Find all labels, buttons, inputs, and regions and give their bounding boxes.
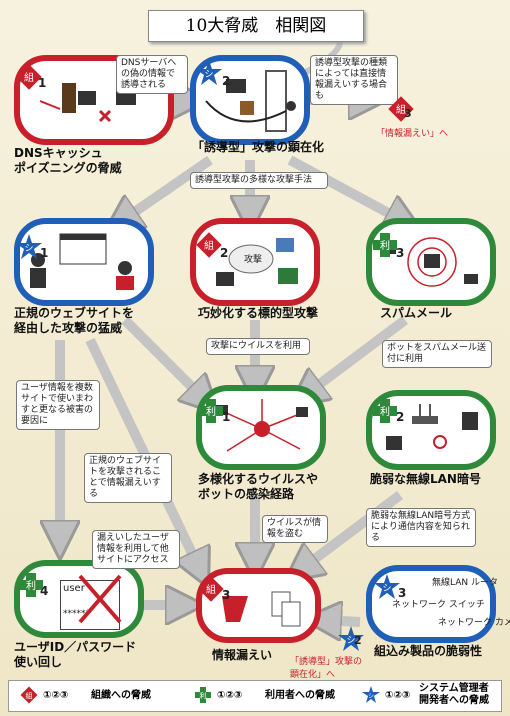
badge-mark: 組: [204, 239, 214, 252]
legend-nums: ①②③: [217, 690, 243, 701]
badge-org-icon-ref: 組: [388, 96, 414, 122]
page-title: 10大脅威 相関図: [148, 10, 364, 42]
badge-num: 3: [396, 246, 405, 260]
badge-user-icon: 利: [373, 399, 397, 423]
badge-mark: 組: [206, 583, 216, 596]
ref-to-leak: 「情報漏えい」へ: [376, 129, 449, 139]
panel-info-leak: [196, 568, 321, 643]
threat-label-dns: DNSキャッシュ ポイズニングの脅威: [14, 146, 122, 175]
password-text: ******: [63, 609, 90, 619]
threat-label-embedded: 組込み製品の脆弱性: [374, 644, 483, 658]
badge-num: 3: [398, 586, 407, 600]
badge-num: 3: [404, 107, 412, 120]
legend-user-text: 利用者への脅威: [265, 690, 335, 701]
badge-mark: シ: [24, 244, 33, 254]
legend-admin-icon: シ: [362, 686, 380, 703]
yudo-illustration: [205, 70, 296, 132]
badge-num: 2: [354, 634, 362, 647]
router-text: 無線LAN ルータ: [432, 578, 498, 588]
badge-num: 2: [222, 74, 231, 88]
arrow-embed-to-leak: [322, 620, 361, 622]
badge-num: 4: [40, 584, 49, 598]
badge-org-icon: 組: [196, 232, 222, 258]
badge-mark: シ: [346, 636, 355, 646]
arrow-spam-to-virus: [305, 316, 408, 395]
legend-nums: ①②③: [385, 690, 411, 701]
badge-mark: 利: [380, 240, 390, 252]
badge-mark: 利: [26, 580, 36, 592]
badge-mark: 利: [380, 406, 390, 418]
threat-label-virus: 多様化するウイルスや ボットの感染経路: [198, 472, 319, 501]
panel-targeted-attack: 攻撃: [190, 218, 320, 306]
badge-num: 1: [222, 410, 231, 424]
arrow-web-to-virus: [121, 316, 205, 400]
legend-org-text: 組織への脅威: [91, 690, 151, 701]
badge-org-icon: 組: [198, 576, 224, 602]
panel-spam: [366, 218, 496, 306]
leak-illustration: [222, 591, 301, 627]
threat-label-yudo: 「誘導型」攻撃の顕在化: [192, 140, 325, 154]
note-reuse: ユーザ情報を複数サイトで使いまわすと更なる被害の要因に: [16, 380, 100, 430]
badge-num: 2: [220, 246, 229, 260]
threat-label-web: 正規のウェブサイトを 経由した攻撃の猛威: [14, 306, 135, 335]
threat-label-wlan: 脆弱な無線LAN暗号: [370, 472, 481, 486]
ref-to-yudo: 「誘導型」攻撃の 顕在化」へ: [290, 657, 363, 680]
badge-admin-icon: シ: [374, 574, 400, 599]
note-virus-use: 攻撃にウイルスを利用: [206, 338, 310, 355]
legend-user-icon: 利: [195, 687, 211, 703]
note-tayou: 誘導型攻撃の多様な攻撃手法: [190, 172, 328, 189]
threat-label-target: 巧妙化する標的型攻撃: [198, 306, 319, 320]
attack-text: 攻撃: [244, 255, 263, 265]
panel-yudo-attack: [190, 55, 310, 145]
web-illustration: [30, 233, 134, 290]
badge-num: 3: [222, 588, 231, 602]
legend-user-mark: 利: [200, 691, 207, 700]
note-dns: DNSサーバへの偽の情報で誘導される: [116, 55, 188, 94]
note-wlan: 脆弱な無線LAN暗号方式により通信内容を知られる: [366, 508, 476, 547]
panel-virus: [196, 385, 326, 470]
badge-admin-icon: シ: [16, 234, 42, 259]
badge-mark: 組: [24, 71, 34, 84]
badge-user-icon: 利: [199, 399, 223, 423]
badge-num: 1: [40, 246, 49, 260]
badge-user-icon: 利: [19, 573, 43, 597]
legend: 組 ①②③ 組織への脅威 利 ①②③ 利用者への脅威 シ ①②③ システム管理者…: [8, 680, 502, 712]
badge-admin-icon: シ: [196, 60, 222, 85]
badge-mark: シ: [382, 584, 391, 594]
arrow-yudo-to-web: [120, 155, 213, 222]
badge-org-icon: 組: [16, 64, 42, 90]
badge-num: 2: [396, 410, 405, 424]
threat-label-spam: スパムメール: [380, 306, 453, 320]
badge-admin-icon-ref: シ: [338, 626, 364, 651]
user-text: user: [63, 583, 85, 594]
panel-web-attack: [14, 218, 154, 306]
arrow-yudo-to-spam: [287, 155, 405, 222]
legend-admin-mark: シ: [368, 693, 374, 700]
legend-org-icon: 組: [20, 686, 38, 704]
cross-mark: [78, 574, 122, 624]
target-illustration: [216, 238, 298, 286]
arrow-wlan-to-leak: [300, 491, 403, 570]
legend-admin-text: システム管理者 開発者への脅威: [419, 683, 489, 706]
camera-text: ネットワーク カメラ: [438, 618, 510, 628]
badge-user-icon: 利: [373, 233, 397, 257]
badge-num: 1: [38, 76, 47, 90]
switch-text: ネットワーク スイッチ: [392, 600, 485, 610]
badge-mark: 組: [396, 103, 406, 116]
note-bot: ボットをスパムメール送付に利用: [382, 340, 492, 368]
note-steal: ウイルスが情報を盗む: [262, 515, 328, 543]
legend-org-mark: 組: [26, 691, 33, 700]
badge-mark: シ: [204, 70, 213, 80]
threat-label-id: ユーザID／パスワード 使い回し: [14, 640, 137, 669]
note-seiki: 正規のウェブサイトを攻撃されることで情報漏えいする: [84, 453, 172, 503]
legend-nums: ①②③: [43, 690, 69, 701]
note-yudo: 誘導型攻撃の種類によっては直接情報漏えいする場合も: [310, 55, 398, 105]
badge-mark: 利: [206, 406, 216, 418]
wlan-illustration: [386, 404, 478, 450]
threat-label-leak: 情報漏えい: [212, 648, 273, 662]
note-leaked: 漏えいしたユーザ情報を利用して他サイトにアクセス: [92, 530, 180, 569]
